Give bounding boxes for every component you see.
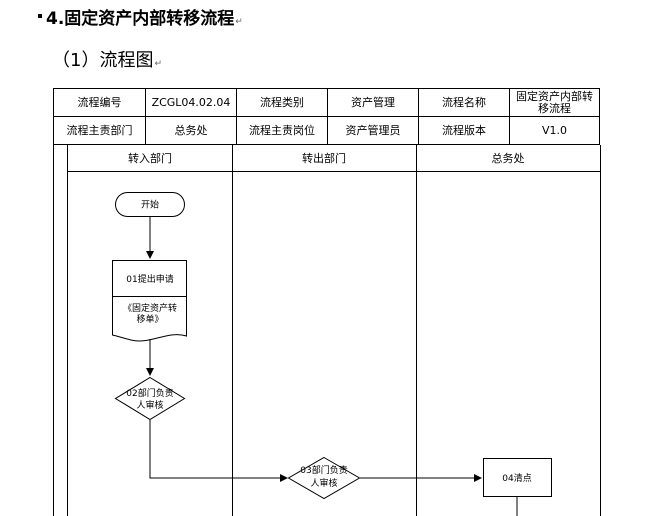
start-terminator — [115, 192, 185, 217]
lane-header-general-affairs: 总务处 — [492, 151, 525, 165]
transfer-form-document — [112, 296, 187, 342]
step03-decision — [287, 456, 361, 500]
document-label-line1: 《固定资产转 — [123, 302, 177, 314]
table-cell: V1.0 — [509, 116, 600, 145]
bullet-icon — [38, 14, 42, 18]
table-row: 流程主责部门 总务处 流程主责岗位 资产管理员 流程版本 V1.0 — [53, 116, 600, 145]
swimlane-frame — [53, 145, 601, 516]
paragraph-mark-icon: ↵ — [154, 59, 162, 69]
subsection-title: （1）流程图 — [52, 50, 154, 71]
step02-decision — [114, 376, 186, 421]
step02-label-line1: 02部门负责 — [126, 387, 173, 399]
lane-header-transferring-dept: 转出部门 — [302, 151, 346, 165]
start-label: 开始 — [141, 199, 159, 211]
table-cell: 资产管理员 — [327, 116, 419, 145]
table-cell: 固定资产内部转移流程 — [509, 88, 600, 117]
step01-process-box — [112, 260, 187, 297]
table-cell: 流程版本 — [418, 116, 510, 145]
step02-label-line2: 人审核 — [136, 399, 163, 411]
step04-label: 04清点 — [502, 472, 531, 484]
step03-label-line2: 人审核 — [310, 477, 337, 489]
document-label-line2: 移单》 — [136, 313, 163, 325]
paragraph-mark-icon: ↵ — [235, 17, 243, 27]
section-title: 4.固定资产内部转移流程 — [46, 9, 235, 29]
step01-label: 01提出申请 — [126, 273, 173, 285]
table-cell: 流程类别 — [236, 88, 328, 117]
table-cell: 流程主责岗位 — [236, 116, 328, 145]
table-cell: 流程主责部门 — [53, 116, 146, 145]
flow-arrow — [149, 420, 288, 482]
step04-process-box — [483, 458, 552, 497]
subsection-heading: （1）流程图↵ — [52, 46, 162, 72]
step03-label-line1: 03部门负责 — [300, 464, 347, 476]
lane-header-receiving-dept: 转入部门 — [128, 151, 172, 165]
table-cell: 总务处 — [145, 116, 237, 145]
process-info-table: 流程编号 ZCGL04.02.04 流程类别 资产管理 流程名称 固定资产内部转… — [53, 88, 600, 145]
section-heading: 4.固定资产内部转移流程↵ — [38, 4, 243, 29]
